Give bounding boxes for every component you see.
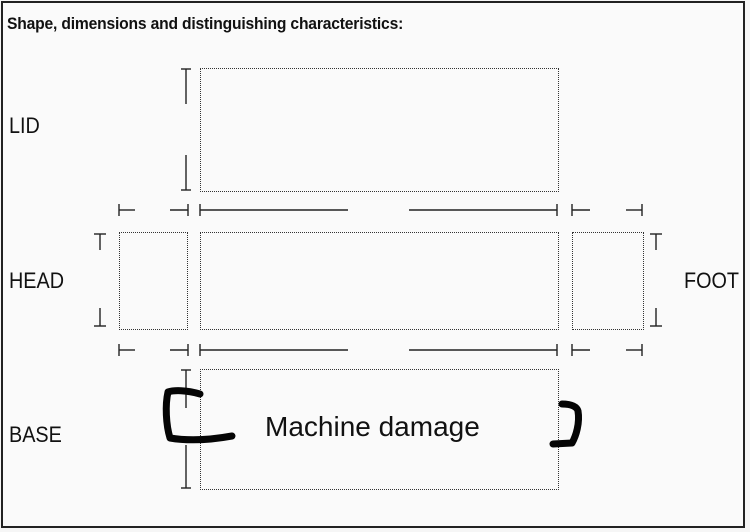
handwritten-left-bracket xyxy=(162,387,236,444)
handwritten-right-bracket xyxy=(549,400,582,448)
base-box xyxy=(200,369,559,490)
damage-annotation: Machine damage xyxy=(265,411,480,442)
foot-box xyxy=(572,232,644,330)
section-heading: Shape, dimensions and distinguishing cha… xyxy=(7,14,404,33)
label-lid: LID xyxy=(9,113,40,138)
side-box xyxy=(200,232,559,330)
label-foot: FOOT xyxy=(684,268,739,293)
label-base: BASE xyxy=(9,422,62,447)
lid-box xyxy=(200,68,559,192)
label-head: HEAD xyxy=(9,268,65,293)
head-box xyxy=(119,232,188,330)
